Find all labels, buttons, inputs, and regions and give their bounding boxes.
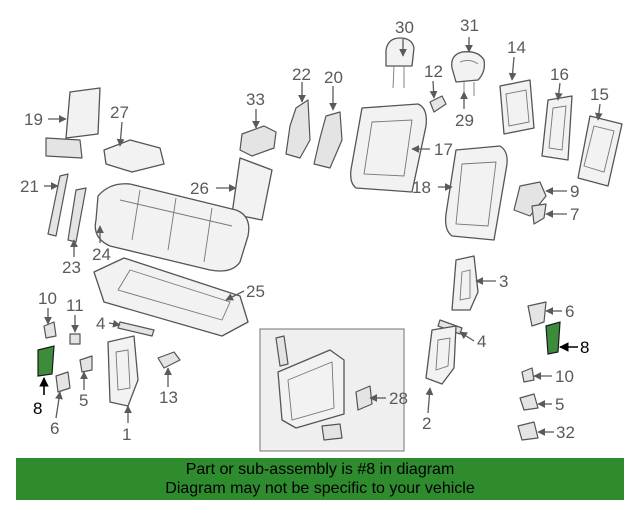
part-16-panel [541,95,573,161]
part-18-seatback [444,145,508,241]
callout-8-right: 8 [580,338,589,357]
part-22-bracket [285,99,311,159]
part-6-left [55,371,71,393]
callout-23: 23 [62,258,81,277]
part-12-clip [429,95,447,113]
banner-line-1: Part or sub-assembly is #8 in diagram [185,461,455,478]
callout-9: 9 [570,182,579,201]
part-31-headrest [451,51,486,96]
part-19-trim [45,87,101,159]
callout-19: 19 [24,110,43,129]
callout-11: 11 [66,296,84,315]
part-20-bracket [313,111,343,169]
callout-24: 24 [92,245,111,264]
callout-10: 10 [38,289,57,308]
callout-4-right: 4 [477,332,486,351]
part-14-panel [499,79,535,135]
callout-12: 12 [424,62,443,81]
callout-18: 18 [412,178,431,197]
part-15-panel [577,115,623,187]
part-3-hinge [451,255,479,311]
callout-26: 26 [190,179,209,198]
callout-10-right: 10 [555,367,574,386]
callout-7: 7 [570,205,579,224]
notice-banner: Part or sub-assembly is #8 in diagram Di… [16,458,624,500]
callout-3: 3 [499,272,508,291]
callout-labels: 30 31 14 22 20 12 16 15 33 19 27 29 17 2… [20,16,609,444]
callout-27: 27 [110,103,129,122]
part-23-strip [67,187,87,243]
part-4-strip [117,321,155,337]
callout-15: 15 [590,85,609,104]
banner-line-2: Diagram may not be specific to your vehi… [165,480,475,497]
part-5-right [519,393,539,411]
leader-lines [39,37,603,436]
part-8-left-highlight [37,345,55,377]
part-5-left [79,355,93,373]
callout-8-left: 8 [33,399,42,418]
callout-16: 16 [550,65,569,84]
part-25-frame [93,257,249,337]
callout-1: 1 [122,425,131,444]
callout-6: 6 [565,302,574,321]
callout-28: 28 [389,389,408,408]
part-33-pad [239,125,277,157]
callout-4: 4 [96,314,105,333]
callout-21: 21 [20,177,39,196]
callout-29: 29 [455,111,474,130]
part-13-clip [157,351,181,369]
callout-5-right: 5 [555,395,564,414]
part-30-headrest [385,37,415,89]
part-1-hinge [107,335,139,407]
part-10-left [43,321,57,339]
callout-14: 14 [507,38,526,57]
part-11-left [69,333,81,345]
parts-diagram: 30 31 14 22 20 12 16 15 33 19 27 29 17 2… [20,16,623,452]
callout-13: 13 [159,388,178,407]
part-2-hinge [425,325,457,385]
callout-30: 30 [395,18,414,37]
callout-31: 31 [460,16,479,35]
part-8-right-highlight [545,321,561,355]
part-24-seat-cushion [94,183,250,272]
part-17-seatback [350,103,427,193]
callout-2: 2 [422,414,431,433]
part-7-clip [531,203,547,225]
callout-20: 20 [324,68,343,87]
part-10-right [521,367,535,383]
callout-33: 33 [246,90,265,109]
callout-6-left: 6 [50,419,59,438]
callout-25: 25 [246,282,265,301]
part-27-pad [103,139,165,173]
part-21-strip [47,173,69,237]
part-6-right [527,301,547,327]
part-32-clip [517,421,539,441]
callout-22: 22 [292,65,311,84]
callout-17: 17 [434,140,453,159]
callout-5-left: 5 [79,391,88,410]
inset-box [259,328,405,452]
callout-32: 32 [556,423,575,442]
